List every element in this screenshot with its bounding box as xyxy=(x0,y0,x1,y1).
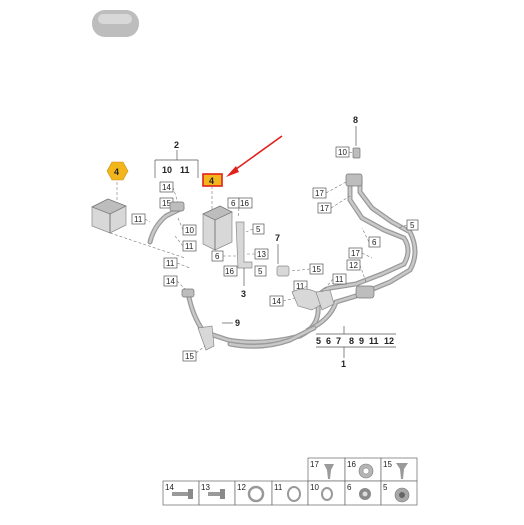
callout-11-c: 11 xyxy=(166,259,175,268)
parts-legend: 17 16 15 14 13 12 xyxy=(162,457,418,506)
svg-text:6: 6 xyxy=(326,336,331,346)
svg-text:4: 4 xyxy=(209,176,214,186)
callout-5-b: 5 xyxy=(258,267,263,276)
red-pointer-arrow xyxy=(226,135,283,177)
svg-text:12: 12 xyxy=(384,336,394,346)
callout-6-b: 6 xyxy=(215,252,220,261)
callout-8: 8 xyxy=(353,115,358,125)
pipe-part-9[interactable] xyxy=(181,288,303,351)
callout-12: 12 xyxy=(349,261,358,270)
svg-text:8: 8 xyxy=(349,336,354,346)
legend-cell-6[interactable]: 6 xyxy=(344,480,382,506)
svg-text:14: 14 xyxy=(165,483,174,492)
callout-3: 3 xyxy=(241,289,246,299)
svg-text:11: 11 xyxy=(274,483,283,492)
callout-17-a: 17 xyxy=(315,189,324,198)
svg-text:5: 5 xyxy=(383,483,388,492)
legend-cell-17[interactable]: 17 xyxy=(307,457,346,482)
callout-15-b: 15 xyxy=(185,352,194,361)
svg-text:5: 5 xyxy=(316,336,321,346)
legend-cell-5[interactable]: 5 xyxy=(380,480,418,506)
callout-2-10: 10 xyxy=(162,165,172,175)
callout-10-a: 10 xyxy=(185,226,194,235)
callout-2: 2 xyxy=(174,140,179,150)
bolt-part-8[interactable] xyxy=(352,147,361,159)
callout-14-c: 14 xyxy=(272,297,281,306)
callout-7: 7 xyxy=(275,233,280,243)
callout-6-c: 6 xyxy=(372,238,377,247)
callout-13: 13 xyxy=(257,250,266,259)
svg-text:7: 7 xyxy=(336,336,341,346)
svg-text:6: 6 xyxy=(347,483,352,492)
callout-5-c: 5 xyxy=(410,221,415,230)
legend-cell-15[interactable]: 15 xyxy=(380,457,418,482)
callout-11-d: 11 xyxy=(296,282,305,291)
legend-cell-11[interactable]: 11 xyxy=(271,480,309,506)
callout-2-11: 11 xyxy=(180,165,190,175)
callout-17-c: 17 xyxy=(351,249,360,258)
svg-text:15: 15 xyxy=(383,460,392,469)
part-4-bubble[interactable]: 4 xyxy=(106,161,129,181)
callout-15-a: 15 xyxy=(162,199,171,208)
legend-cell-13[interactable]: 13 xyxy=(198,480,236,506)
svg-text:13: 13 xyxy=(201,483,210,492)
pipe-assembly-part-1[interactable] xyxy=(227,173,418,349)
control-module-left[interactable] xyxy=(91,198,127,234)
thumbnail-pill-icon[interactable] xyxy=(92,10,139,37)
svg-text:11: 11 xyxy=(369,336,379,346)
legend-cell-14[interactable]: 14 xyxy=(162,480,200,506)
callout-14-b: 14 xyxy=(166,277,175,286)
callout-16-a: 16 xyxy=(240,199,249,208)
callout-1: 1 xyxy=(341,359,346,369)
callout-5-a: 5 xyxy=(256,225,261,234)
callout-15-c: 15 xyxy=(312,265,321,274)
callout-16-b: 16 xyxy=(225,267,234,276)
legend-cell-16[interactable]: 16 xyxy=(344,457,382,482)
svg-text:17: 17 xyxy=(310,460,319,469)
svg-text:12: 12 xyxy=(237,483,246,492)
svg-text:9: 9 xyxy=(359,336,364,346)
fitting-part-7[interactable] xyxy=(276,265,290,277)
callout-6-a: 6 xyxy=(231,199,236,208)
legend-cell-10[interactable]: 10 xyxy=(307,480,346,506)
svg-text:4: 4 xyxy=(114,167,119,177)
callout-11-b: 11 xyxy=(185,242,194,251)
hose-part-2[interactable] xyxy=(147,201,185,245)
svg-text:10: 10 xyxy=(310,483,319,492)
callout-group-1: 5 6 7 8 9 11 12 xyxy=(316,336,394,346)
callout-11-a: 11 xyxy=(134,215,143,224)
svg-text:16: 16 xyxy=(347,460,356,469)
callout-17-b: 17 xyxy=(320,204,329,213)
control-module-center[interactable] xyxy=(202,205,233,251)
part-4-highlight-label[interactable]: 4 xyxy=(202,173,223,187)
callout-11-e: 11 xyxy=(335,275,344,284)
callout-9: 9 xyxy=(235,318,240,328)
callout-10-b: 10 xyxy=(338,148,347,157)
legend-cell-12[interactable]: 12 xyxy=(234,480,273,506)
bracket-part-3[interactable] xyxy=(235,221,253,269)
callout-14-a: 14 xyxy=(162,183,171,192)
